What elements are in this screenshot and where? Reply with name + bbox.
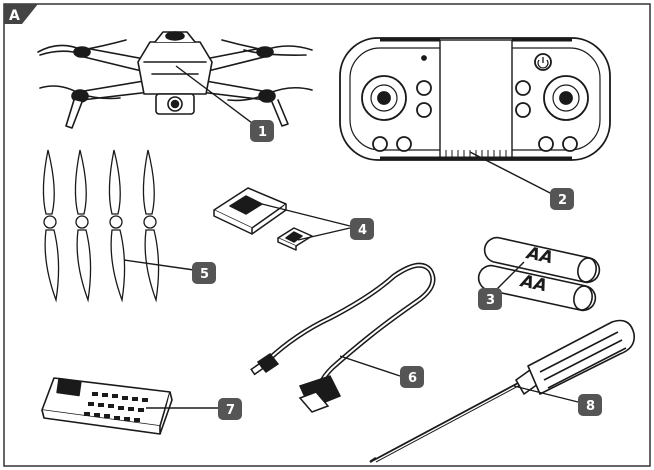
callout-badge-4: 4 (350, 218, 374, 240)
svg-text:8: 8 (586, 399, 595, 414)
svg-text:1: 1 (258, 125, 267, 140)
usb-cable (265, 262, 436, 395)
svg-text:4: 4 (358, 223, 367, 238)
leader-line-8 (513, 385, 579, 403)
leader-line-4b (297, 227, 351, 241)
leader-line-5 (123, 259, 195, 271)
callout-badge-6: 6 (400, 366, 424, 388)
corner-label: A (9, 8, 20, 24)
svg-text:2: 2 (558, 193, 567, 208)
screwdriver (369, 319, 636, 464)
callout-badge-1: 1 (250, 120, 274, 142)
drone (37, 31, 313, 129)
callout-badge-3: 3 (478, 288, 502, 310)
usb-plugs (250, 352, 342, 413)
callout-badge-7: 7 (218, 398, 242, 420)
callout-badge-2: 2 (550, 188, 574, 210)
corner-tab: A (4, 4, 38, 24)
spare-propellers (42, 149, 160, 303)
svg-text:6: 6 (408, 371, 417, 386)
callout-badge-8: 8 (578, 394, 602, 416)
leader-line-1 (175, 65, 257, 127)
aa-batteries: AA AA (477, 236, 601, 312)
svg-text:5: 5 (200, 267, 209, 282)
callout-badge-5: 5 (192, 262, 216, 284)
svg-text:7: 7 (226, 403, 235, 418)
svg-text:3: 3 (486, 293, 495, 308)
drone-battery (41, 377, 173, 435)
leader-line-6 (339, 355, 401, 377)
remote-controller (339, 37, 611, 161)
memory-cards (213, 187, 313, 251)
leader-line-2 (469, 151, 557, 197)
leader-line-3 (495, 261, 525, 291)
leader-line-4a (261, 203, 351, 227)
